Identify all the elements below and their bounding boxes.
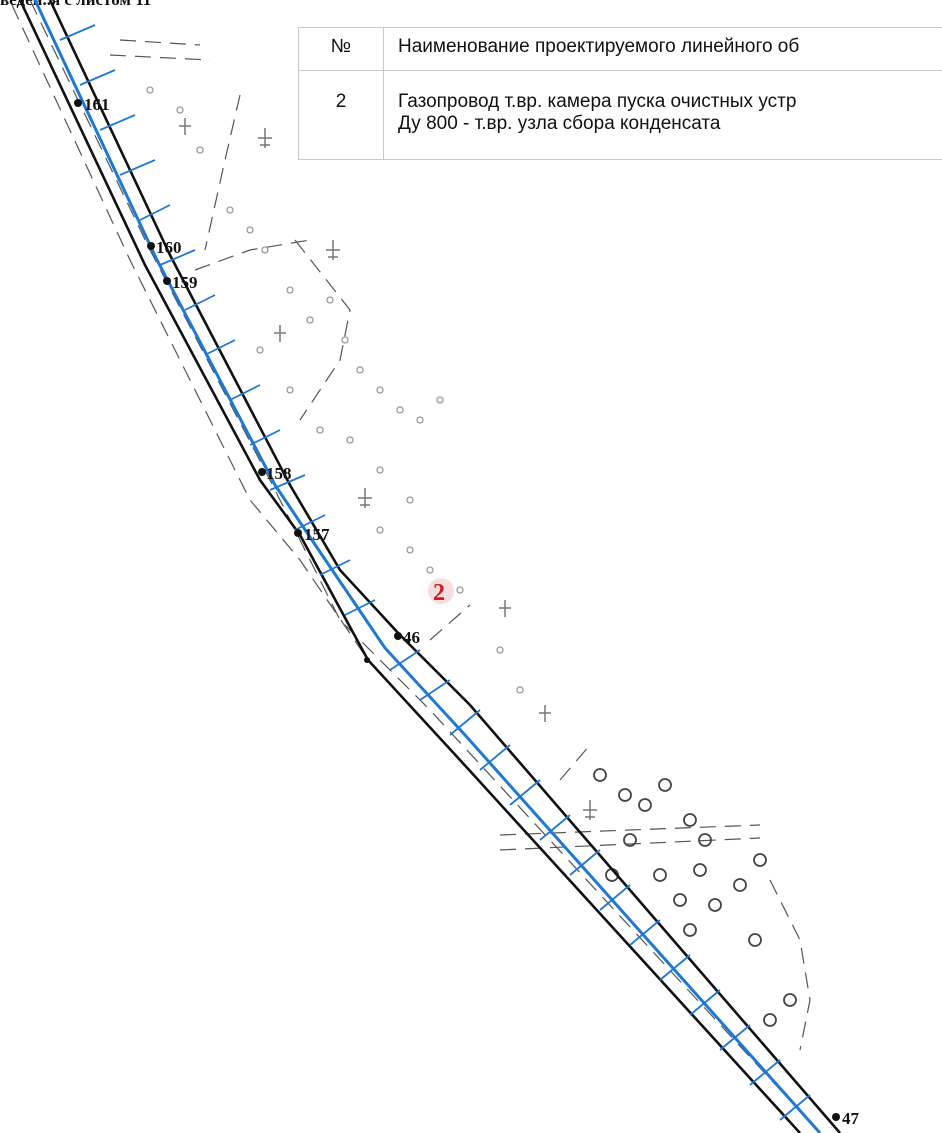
legend-header-name: Наименование проектируемого линейного об [383,27,942,71]
legend-row-name-line1: Газопровод т.вр. камера пуска очистных у… [398,91,797,112]
point-label-161: 161 [84,95,110,114]
point-159-marker[interactable] [163,277,171,285]
turning-point-labels: 161 160 159 158 157 46 47 [84,95,860,1128]
point-label-157: 157 [304,525,330,544]
pipeline-number-label[interactable]: 2 [433,580,445,606]
legend-row-name: Газопровод т.вр. камера пуска очистных у… [383,70,942,160]
corridor-vertex-marker [364,657,370,663]
sheet-connection-note: веден..я с листом 11 [0,0,151,10]
point-161-marker[interactable] [74,99,82,107]
pipeline-marker-halo [428,578,454,604]
corridor-hatching [59,24,811,1121]
point-label-46: 46 [403,628,420,647]
point-158-marker[interactable] [258,468,266,476]
point-46-marker[interactable] [394,632,402,640]
point-47-marker[interactable] [832,1113,840,1121]
legend-row-name-line2: Ду 800 - т.вр. узла сбора конденсата [398,113,721,134]
legend-row: 2 Газопровод т.вр. камера пуска очистных… [298,70,942,160]
legend-row-number: 2 [298,70,384,160]
tree-symbols [179,118,597,820]
pipeline-line[interactable] [33,0,822,1133]
legend-table: № Наименование проектируемого линейного … [298,27,942,160]
legend-header-number: № [298,27,384,71]
shrub-symbols [593,768,797,1027]
point-label-160: 160 [156,238,182,257]
point-160-marker[interactable] [147,242,155,250]
point-label-159: 159 [172,273,198,292]
legend-header-row: № Наименование проектируемого линейного … [298,27,942,71]
terrain-symbols [146,86,524,694]
point-label-47: 47 [842,1109,860,1128]
turning-points [74,99,840,1121]
point-label-158: 158 [266,464,292,483]
point-157-marker[interactable] [294,529,302,537]
